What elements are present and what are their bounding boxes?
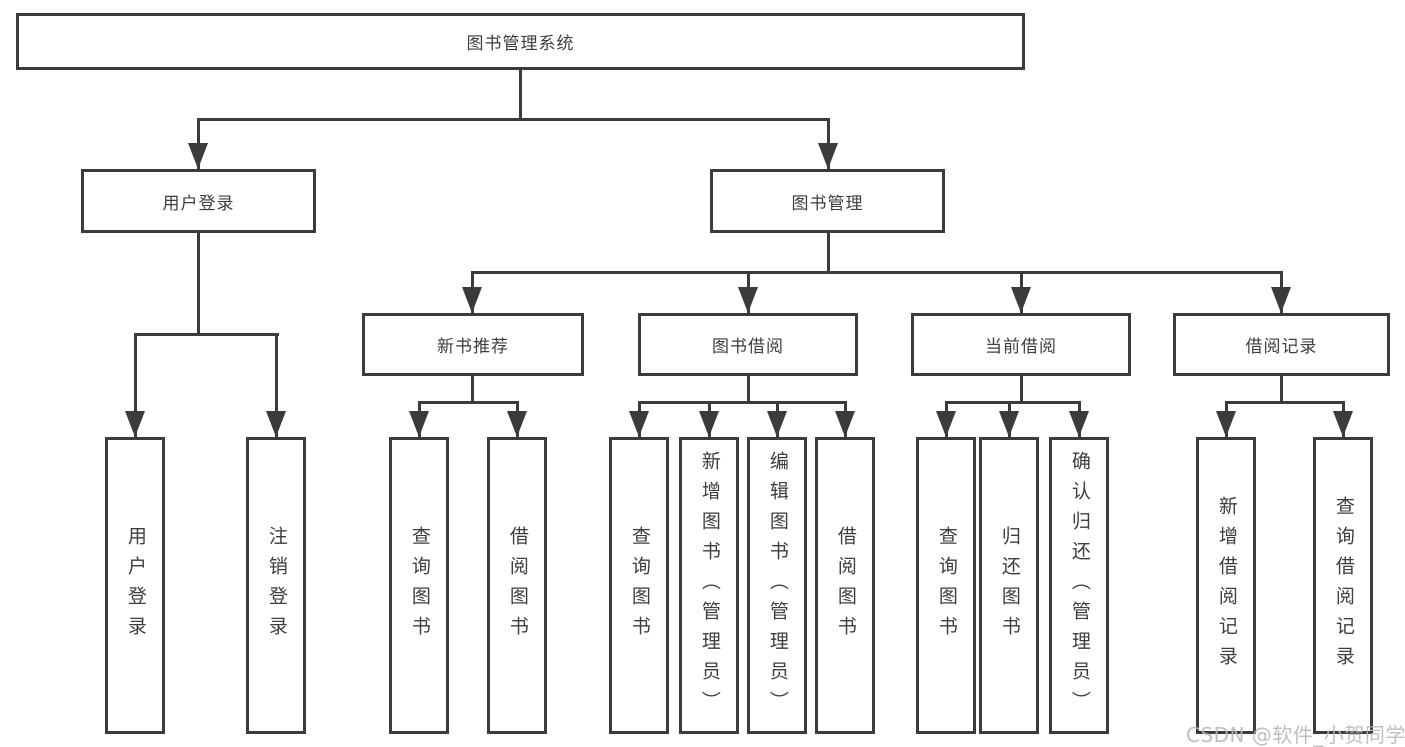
leaf-query-books-borrowing: 查询图书 xyxy=(609,437,669,734)
node-book-borrowing: 图书借阅 xyxy=(638,313,858,376)
node-label: 用户登录 xyxy=(162,193,235,214)
leaf-query-borrow-record: 查询借阅记录 xyxy=(1313,437,1373,734)
connector-user-login-stem xyxy=(196,232,200,333)
arrow-to-borrowing-records xyxy=(1279,271,1283,313)
leaf-label: 新增借阅记录 xyxy=(1215,495,1238,676)
connector-book-borrowing-rail xyxy=(637,401,847,404)
node-current-borrowing: 当前借阅 xyxy=(911,313,1131,376)
connector-book-management-rail xyxy=(470,271,1283,274)
connector-book-management-stem xyxy=(826,232,830,271)
arrow-to-query-books-3 xyxy=(944,401,948,437)
connector-root-rail xyxy=(196,118,830,121)
arrow-to-current-borrowing xyxy=(1019,271,1023,313)
node-library-management-system: 图书管理系统 xyxy=(16,13,1025,70)
leaf-label: 查询图书 xyxy=(935,525,958,646)
node-borrowing-records: 借阅记录 xyxy=(1173,313,1390,376)
connector-root-stem xyxy=(518,70,522,118)
leaf-query-books-recommend: 查询图书 xyxy=(389,437,449,734)
leaf-user-login: 用户登录 xyxy=(105,437,165,734)
arrow-to-confirm-return-admin xyxy=(1077,401,1081,437)
leaf-label: 编辑图书（管理员） xyxy=(766,450,789,721)
leaf-borrow-books-recommend: 借阅图书 xyxy=(487,437,547,734)
arrow-to-leaf-user-login xyxy=(133,333,137,437)
leaf-label: 借阅图书 xyxy=(834,525,857,646)
connector-borrowing-records-stem xyxy=(1279,375,1283,401)
leaf-label: 确认归还（管理员） xyxy=(1068,450,1091,721)
connector-book-borrowing-stem xyxy=(746,375,750,401)
arrow-to-edit-books-admin xyxy=(775,401,779,437)
arrow-to-query-borrow-record xyxy=(1341,401,1345,437)
leaf-add-books-admin: 新增图书（管理员） xyxy=(679,437,739,734)
node-book-management: 图书管理 xyxy=(710,169,945,233)
connector-new-book-rail xyxy=(417,401,519,404)
arrow-to-borrow-books-1 xyxy=(515,401,519,437)
arrow-to-query-books-2 xyxy=(637,401,641,437)
leaf-label: 查询图书 xyxy=(408,525,431,646)
connector-new-book-stem xyxy=(470,375,474,401)
arrow-to-add-borrow-record xyxy=(1224,401,1228,437)
arrow-to-return-books xyxy=(1007,401,1011,437)
arrow-to-book-management xyxy=(826,118,830,169)
arrow-to-add-books-admin xyxy=(707,401,711,437)
leaf-label: 新增图书（管理员） xyxy=(698,450,721,721)
leaf-label: 借阅图书 xyxy=(506,525,529,646)
leaf-edit-books-admin: 编辑图书（管理员） xyxy=(747,437,807,734)
leaf-confirm-return-admin: 确认归还（管理员） xyxy=(1049,437,1109,734)
arrow-to-leaf-logout xyxy=(274,333,278,437)
leaf-query-books-current: 查询图书 xyxy=(916,437,976,734)
node-label: 新书推荐 xyxy=(437,337,509,357)
leaf-return-books: 归还图书 xyxy=(979,437,1039,734)
connector-current-borrowing-stem xyxy=(1019,375,1023,401)
leaf-label: 用户登录 xyxy=(124,525,147,646)
arrow-to-new-book-recommendation xyxy=(470,271,474,313)
arrow-to-book-borrowing xyxy=(746,271,750,313)
leaf-logout: 注销登录 xyxy=(246,437,306,734)
leaf-label: 查询图书 xyxy=(628,525,651,646)
leaf-label: 注销登录 xyxy=(265,525,288,646)
arrow-to-borrow-books-2 xyxy=(843,401,847,437)
leaf-borrow-books-borrowing: 借阅图书 xyxy=(815,437,875,734)
node-label: 图书管理系统 xyxy=(466,34,575,54)
leaf-label: 查询借阅记录 xyxy=(1332,495,1355,676)
connector-user-login-rail xyxy=(133,333,279,336)
node-user-login: 用户登录 xyxy=(81,169,316,233)
node-label: 借阅记录 xyxy=(1245,337,1318,357)
arrow-to-user-login xyxy=(196,118,200,169)
csdn-watermark: CSDN @软件_小贺同学 xyxy=(1186,723,1405,747)
connector-borrowing-records-rail xyxy=(1224,401,1345,404)
leaf-label: 归还图书 xyxy=(998,525,1021,646)
node-label: 当前借阅 xyxy=(985,337,1057,357)
node-label: 图书借阅 xyxy=(712,337,784,357)
node-label: 图书管理 xyxy=(791,193,864,214)
connector-current-borrowing-rail xyxy=(944,401,1081,404)
node-new-book-recommendation: 新书推荐 xyxy=(362,313,584,376)
leaf-add-borrow-record: 新增借阅记录 xyxy=(1196,437,1256,734)
arrow-to-query-books-1 xyxy=(417,401,421,437)
